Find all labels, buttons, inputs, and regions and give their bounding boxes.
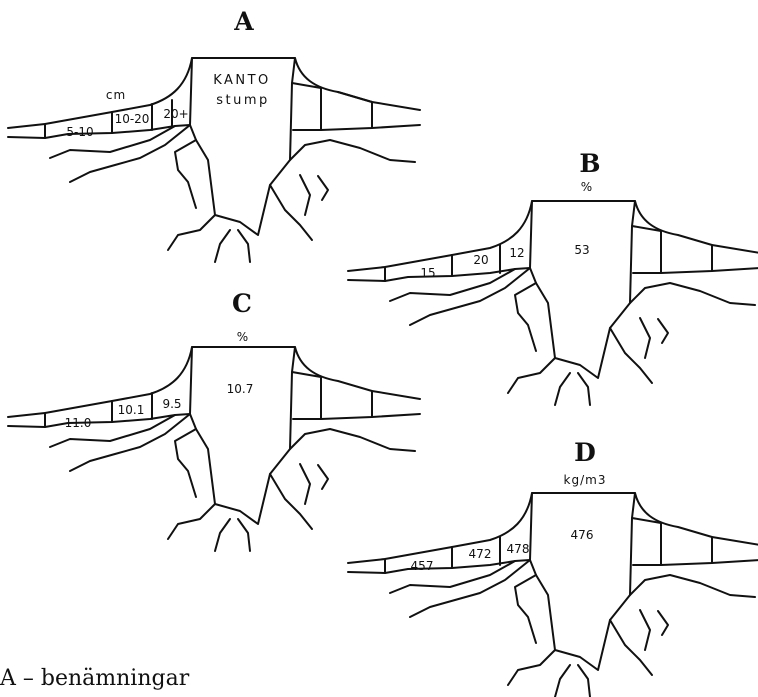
panel-b: B % 53 15 20 12 xyxy=(348,149,758,405)
panel-b-stump xyxy=(348,201,758,405)
panel-c-stump xyxy=(8,347,420,551)
panel-b-unit: % xyxy=(581,180,593,194)
panel-d-letter: D xyxy=(574,438,596,467)
panel-b-zone-3: 12 xyxy=(509,246,524,260)
stump-name-line2: stump xyxy=(216,93,270,108)
panel-d-zone-1: 457 xyxy=(411,559,434,573)
panel-d-zone-2: 472 xyxy=(469,547,492,561)
panel-b-zone-1: 15 xyxy=(420,266,435,280)
stump-name-line1: KANTO xyxy=(213,73,271,88)
panel-b-stump-value: 53 xyxy=(574,243,589,257)
panel-c-stump-value: 10.7 xyxy=(227,382,254,396)
panel-a: A cm KANTO stump 5-10 10-20 20+ xyxy=(8,7,420,262)
panel-a-zone-1: 5-10 xyxy=(66,125,93,139)
panel-d-stump-value: 476 xyxy=(571,528,594,542)
panel-c-zone-3: 9.5 xyxy=(162,397,181,411)
panel-d-unit: kg/m3 xyxy=(564,473,607,487)
panel-d-zone-3: 478 xyxy=(507,542,530,556)
panel-a-letter: A xyxy=(233,7,254,36)
panel-d-stump xyxy=(348,493,758,697)
panel-c-unit: % xyxy=(237,330,249,344)
panel-b-letter: B xyxy=(579,149,600,178)
panel-a-zone-2: 10-20 xyxy=(115,112,150,126)
panel-a-unit: cm xyxy=(106,88,126,102)
panel-c-letter: C xyxy=(232,289,252,318)
panel-a-stump xyxy=(8,58,420,262)
panel-c: C % 10.7 11.0 10.1 9.5 xyxy=(8,289,420,551)
panel-c-zone-1: 11.0 xyxy=(65,416,92,430)
panel-c-zone-2: 10.1 xyxy=(118,403,145,417)
figure-caption: A – benämningar xyxy=(0,666,189,691)
panel-a-zone-3: 20+ xyxy=(163,107,188,121)
panel-d: D kg/m3 476 457 472 478 xyxy=(348,438,758,697)
panel-b-zone-2: 20 xyxy=(473,253,488,267)
